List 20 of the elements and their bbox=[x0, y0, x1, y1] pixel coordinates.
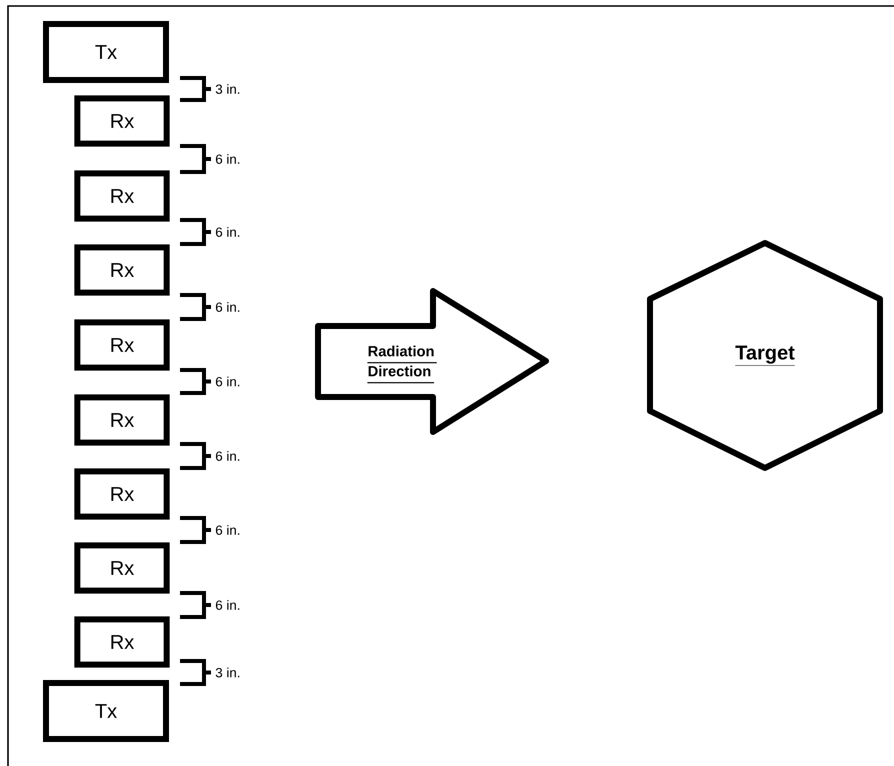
dimension-label: 6 in. bbox=[216, 525, 240, 535]
antenna-box: Rx bbox=[74, 95, 170, 147]
antenna-box: Rx bbox=[74, 170, 170, 222]
antenna-box: Rx bbox=[74, 319, 170, 371]
antenna-box: Tx bbox=[43, 21, 169, 83]
antenna-box: Rx bbox=[74, 244, 170, 296]
dimension-label: 6 in. bbox=[216, 600, 240, 610]
dimension-label: 6 in. bbox=[216, 154, 240, 164]
dimension-label: 6 in. bbox=[216, 451, 240, 461]
dimension-label: 3 in. bbox=[216, 84, 240, 94]
target-hexagon: Target bbox=[647, 240, 883, 471]
dimension-label: 6 in. bbox=[216, 227, 240, 237]
antenna-box: Rx bbox=[74, 616, 170, 668]
antenna-box: Rx bbox=[74, 394, 170, 446]
dimension-label: 6 in. bbox=[216, 302, 240, 312]
dimension-label: 3 in. bbox=[216, 668, 240, 678]
antenna-box: Rx bbox=[74, 468, 170, 520]
dimension-label: 6 in. bbox=[216, 376, 240, 386]
antenna-box: Rx bbox=[74, 542, 170, 594]
antenna-box: Tx bbox=[43, 680, 169, 742]
